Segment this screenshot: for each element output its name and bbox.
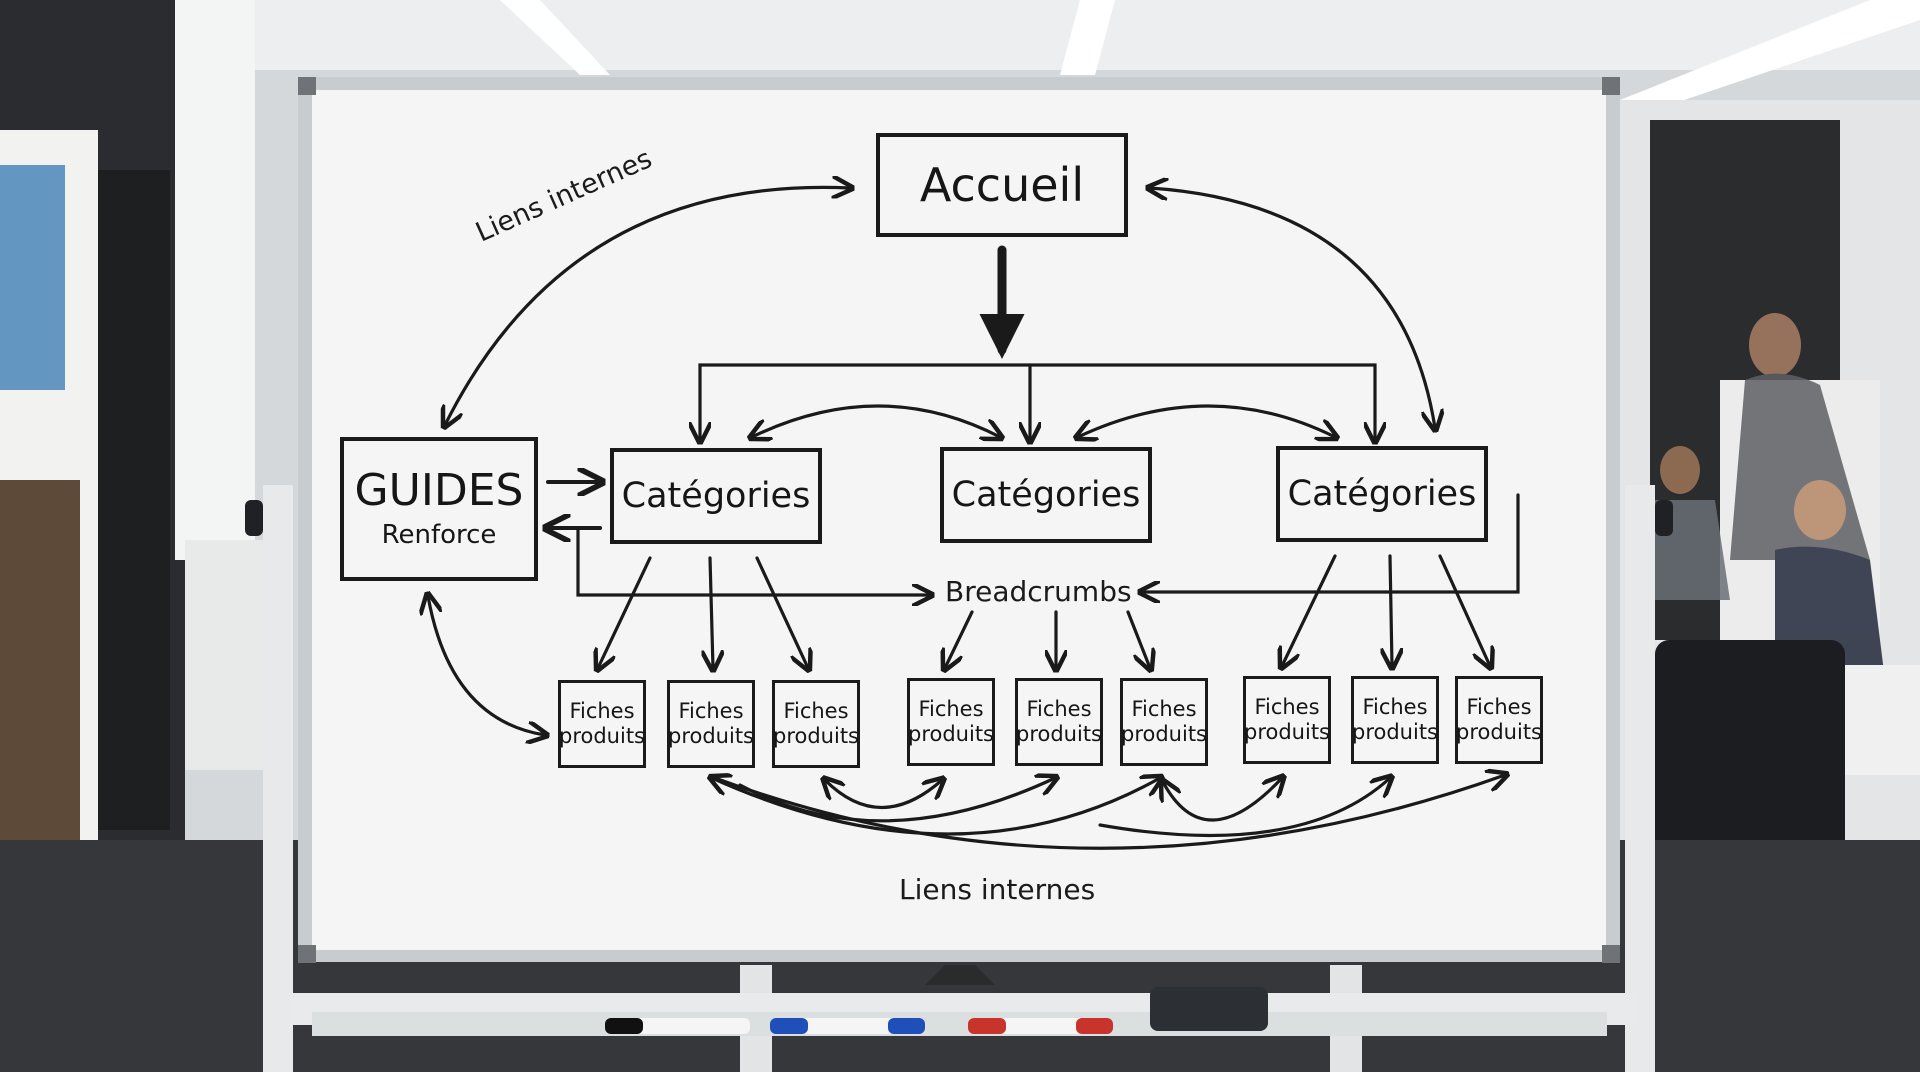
product-node: Fiches produits: [1351, 676, 1439, 764]
breadcrumbs-label: Breadcrumbs: [945, 575, 1132, 608]
product-node: Fiches produits: [667, 680, 755, 768]
arrow-distribution: [700, 363, 1375, 440]
ceiling-light-left: [500, 0, 610, 75]
eraser: [1150, 987, 1268, 1031]
product-node: Fiches produits: [1120, 678, 1208, 766]
guides-title: GUIDES: [354, 465, 524, 517]
product-node: Fiches produits: [1015, 678, 1103, 766]
arc-home-right: [1150, 188, 1435, 428]
poster-image: [0, 165, 65, 390]
category-label: Catégories: [1287, 473, 1477, 514]
window: [175, 0, 255, 560]
liens-internes-bottom-label: Liens internes: [899, 873, 1096, 906]
ceiling: [0, 0, 1920, 70]
product-node: Fiches produits: [558, 680, 646, 768]
category-node-3: Catégories: [1276, 446, 1488, 542]
product-node: Fiches produits: [1243, 676, 1331, 764]
category-label: Catégories: [621, 475, 811, 516]
marker-tray: [312, 1012, 1607, 1036]
guides-subtitle: Renforce: [381, 520, 497, 551]
ceiling-light-right: [1620, 0, 1920, 115]
stand-right-pole: [1625, 485, 1655, 1072]
product-node: Fiches produits: [772, 680, 860, 768]
arc-home-guides: [445, 187, 850, 425]
home-node: Accueil: [876, 133, 1128, 237]
product-node: Fiches produits: [907, 678, 995, 766]
guides-node: GUIDES Renforce: [340, 437, 538, 581]
category-node-1: Catégories: [610, 448, 822, 544]
category-label: Catégories: [951, 474, 1141, 515]
marker-blue: [770, 1018, 925, 1034]
stand-left-pole: [263, 485, 293, 1072]
product-node: Fiches produits: [1455, 676, 1543, 764]
bag: [0, 480, 80, 850]
category-node-2: Catégories: [940, 447, 1152, 543]
home-label: Accueil: [919, 157, 1085, 212]
ceiling-light-center: [1060, 0, 1115, 75]
